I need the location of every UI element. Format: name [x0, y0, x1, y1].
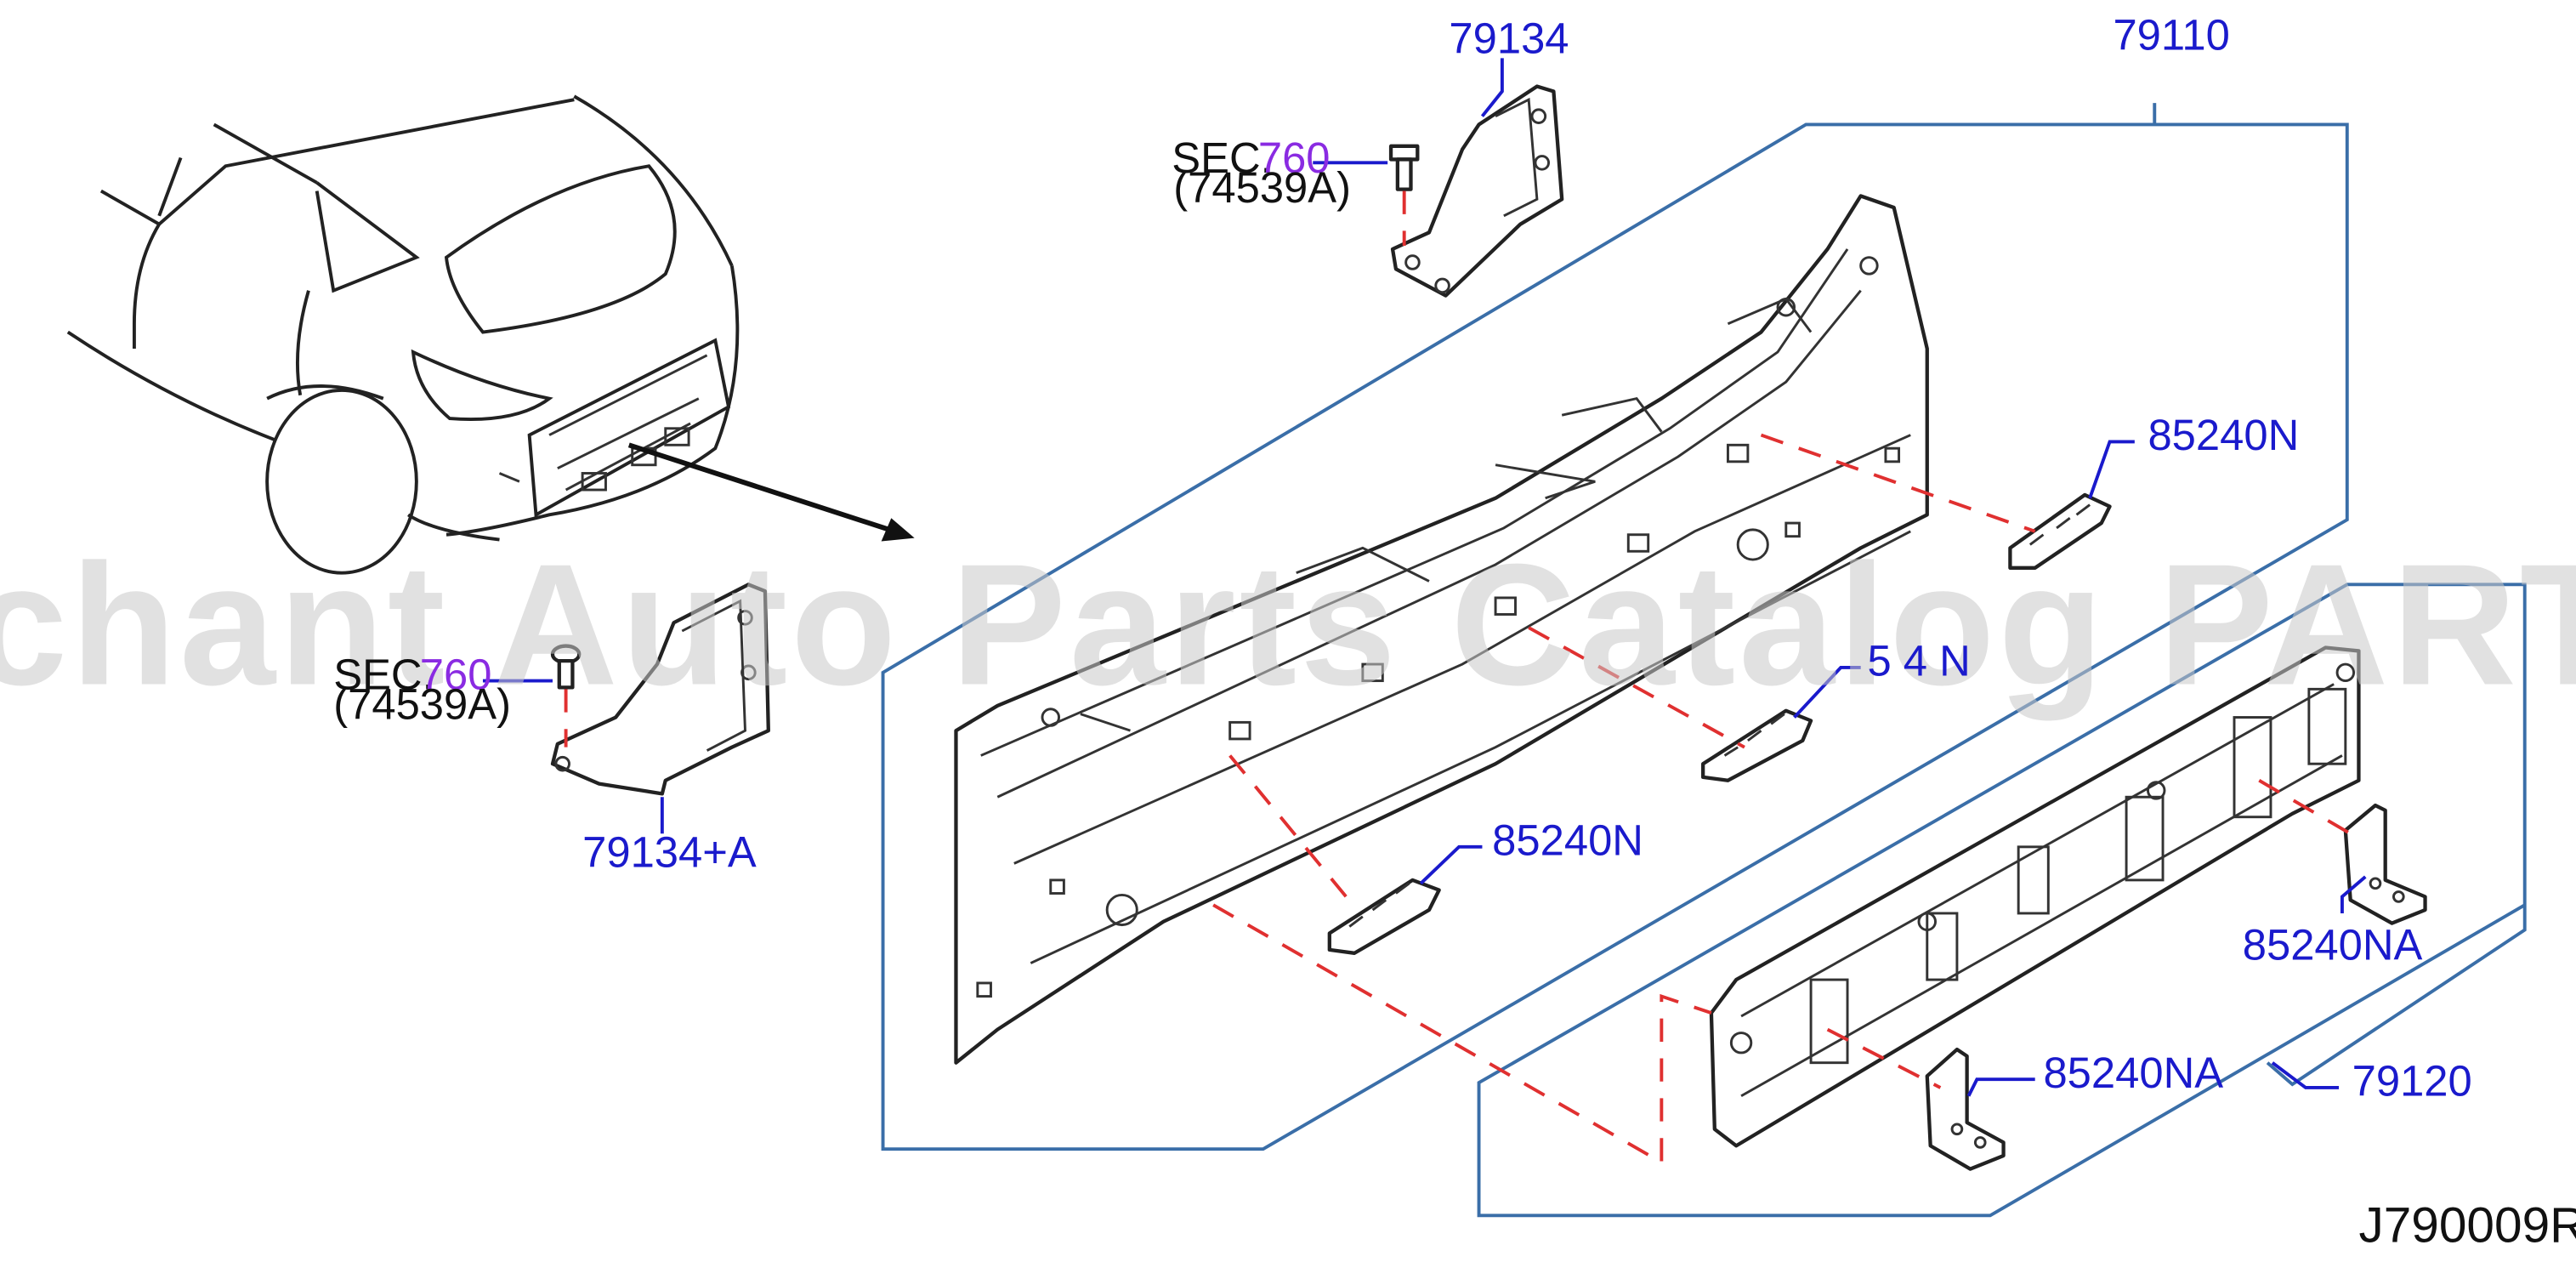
label-79134[interactable]: 79134 — [1449, 14, 1569, 62]
bracket-79134A — [550, 583, 770, 796]
label-85240NA-bottom[interactable]: 85240NA — [2043, 1049, 2223, 1097]
clip-85240N-upper — [2008, 492, 2112, 570]
assembly-lines — [1212, 433, 2360, 1166]
label-79110[interactable]: 79110 — [2113, 11, 2229, 60]
label-79134A[interactable]: 79134+A — [582, 827, 757, 876]
bolt-top — [1388, 144, 1420, 246]
link-sec-left-ref[interactable]: 760 — [420, 650, 492, 698]
label-sec-top-sub: (74539A) — [1173, 163, 1351, 212]
bracket-79134 — [1390, 84, 1564, 298]
label-85240N-mid[interactable]: 5 4 N — [1867, 637, 1970, 685]
clip-85240N-lower — [1327, 878, 1441, 955]
label-85240N-upper[interactable]: 85240N — [2148, 411, 2299, 459]
lower-panel-frame — [1477, 583, 2527, 1218]
bracket-85240NA-right — [2343, 803, 2427, 925]
label-sec-left-sub: (74539A) — [333, 679, 511, 728]
link-sec-top-ref[interactable]: 760 — [1258, 134, 1331, 182]
bracket-85240NA-bottom — [1925, 1047, 2006, 1171]
bolt-left — [550, 644, 582, 748]
main-panel-frame — [881, 103, 2349, 1151]
clip-85240N-mid — [1701, 708, 1813, 782]
label-85240N-lower[interactable]: 85240N — [1492, 816, 1643, 865]
view-arrow — [627, 442, 915, 542]
watermark-text: Offers Merchant Auto Parts Catalog PARTS… — [0, 528, 2576, 721]
lower-panel-79120 — [1709, 645, 2361, 1148]
vehicle-rear-view — [66, 94, 740, 575]
label-sec-left: SEC. — [333, 650, 434, 698]
rear-panel-79110 — [954, 194, 1929, 1065]
label-79120[interactable]: 79120 — [2352, 1057, 2472, 1106]
label-85240NA-right[interactable]: 85240NA — [2243, 921, 2423, 969]
diagram-code: J790009R — [2358, 1198, 2576, 1253]
label-sec-top: SEC. — [1172, 134, 1272, 182]
leader-lines — [482, 58, 2367, 1097]
